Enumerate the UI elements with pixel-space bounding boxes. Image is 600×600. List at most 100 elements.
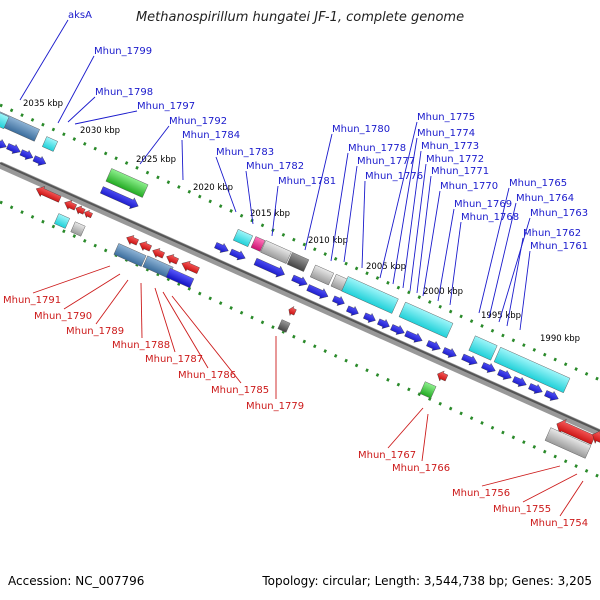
gene-label-forward: Mhun_1764 xyxy=(516,193,574,204)
leader-line xyxy=(402,150,422,289)
feature-mark xyxy=(6,143,21,154)
dotted-ring-inner xyxy=(0,200,600,479)
gene-label-forward: Mhun_1781 xyxy=(278,176,336,187)
genome-backbone xyxy=(0,161,600,437)
leader-line xyxy=(421,413,429,462)
leader-line xyxy=(387,407,424,449)
feature-mark xyxy=(250,236,266,252)
leader-line xyxy=(449,221,462,306)
feature-mark xyxy=(126,235,139,246)
gene-label-forward: Mhun_1769 xyxy=(454,199,512,210)
feature-mark xyxy=(32,155,47,166)
gene-label-reverse: Mhun_1790 xyxy=(34,311,92,322)
feature-mark xyxy=(419,381,437,399)
leader-line xyxy=(481,465,561,487)
feature-mark xyxy=(493,346,571,394)
leader-line xyxy=(245,170,254,225)
feature-mark xyxy=(363,312,376,323)
feature-mark xyxy=(377,318,390,329)
feature-mark xyxy=(75,205,86,215)
feature-mark xyxy=(165,267,195,289)
leader-line xyxy=(506,237,524,327)
ruler-label: 2005 kbp xyxy=(366,262,406,272)
leader-line xyxy=(409,163,427,292)
feature-mark xyxy=(229,248,246,261)
gene-label-forward: Mhun_1770 xyxy=(440,181,498,192)
feature-mark xyxy=(84,210,93,219)
feature-mark xyxy=(19,149,34,160)
genome-summary-text: Topology: circular; Length: 3,544,738 bp… xyxy=(262,574,592,588)
feature-mark xyxy=(468,335,498,361)
leader-line xyxy=(304,133,333,251)
feature-mark xyxy=(70,221,86,237)
ruler-label: 2020 kbp xyxy=(193,183,233,193)
feature-mark xyxy=(437,370,449,382)
gene-label-forward: Mhun_1774 xyxy=(417,128,475,139)
gene-label-reverse: Mhun_1788 xyxy=(112,340,170,351)
leader-line xyxy=(343,165,358,263)
leader-line xyxy=(215,156,237,213)
ruler-label: 2010 kbp xyxy=(308,236,348,246)
ruler-label: 2025 kbp xyxy=(136,155,176,165)
feature-mark xyxy=(0,110,10,130)
gene-label-forward: Mhun_1798 xyxy=(95,87,153,98)
gene-label-forward: Mhun_1772 xyxy=(426,154,484,165)
feature-mark xyxy=(544,427,592,459)
leader-line xyxy=(139,125,170,165)
feature-mark xyxy=(288,306,297,317)
leader-line xyxy=(154,287,176,353)
accession-text: Accession: NC_007796 xyxy=(8,574,145,588)
leader-line xyxy=(422,190,441,297)
gene-label-reverse: Mhun_1754 xyxy=(530,518,588,529)
feature-mark xyxy=(442,347,457,358)
gene-label-reverse: Mhun_1767 xyxy=(358,450,416,461)
gene-label-forward: Mhun_1775 xyxy=(417,112,475,123)
feature-mark xyxy=(481,362,496,373)
feature-mark xyxy=(214,242,229,253)
leader-line xyxy=(488,202,517,319)
feature-mark xyxy=(277,319,291,333)
gene-label-forward: Mhun_1797 xyxy=(137,101,195,112)
gene-label-reverse: Mhun_1756 xyxy=(452,488,510,499)
feature-mark xyxy=(528,383,543,394)
gene-label-reverse: Mhun_1779 xyxy=(246,401,304,412)
feature-mark xyxy=(390,324,405,335)
feature-mark xyxy=(232,228,254,248)
gene-label-forward: Mhun_1771 xyxy=(431,166,489,177)
feature-mark xyxy=(306,284,329,299)
gene-label-forward: Mhun_1768 xyxy=(461,212,519,223)
leader-line xyxy=(57,55,95,124)
feature-mark xyxy=(100,186,139,210)
feature-mark xyxy=(42,136,58,152)
feature-mark xyxy=(332,295,345,306)
ruler-label: 1990 kbp xyxy=(540,334,580,344)
feature-mark xyxy=(404,330,423,343)
leader-line xyxy=(379,121,418,279)
leader-line xyxy=(95,279,129,325)
gene-label-reverse: Mhun_1787 xyxy=(145,354,203,365)
dotted-ring-outer xyxy=(0,103,600,382)
gene-label-forward: Mhun_1782 xyxy=(246,161,304,172)
gene-label-forward: Mhun_1778 xyxy=(348,143,406,154)
feature-mark xyxy=(64,200,77,211)
feature-mark xyxy=(497,369,512,380)
leader-line xyxy=(140,282,143,339)
feature-mark xyxy=(54,213,70,229)
feature-mark xyxy=(0,110,40,142)
feature-mark xyxy=(152,248,165,259)
leader-line xyxy=(74,110,138,125)
gene-label-reverse: Mhun_1791 xyxy=(3,295,61,306)
leader-line xyxy=(559,480,584,517)
feature-mark xyxy=(512,376,527,387)
leader-line xyxy=(171,295,242,384)
gene-label-forward: Mhun_1763 xyxy=(530,208,588,219)
leader-line xyxy=(32,265,111,294)
feature-mark xyxy=(139,241,152,252)
ruler-label: 2035 kbp xyxy=(23,99,63,109)
feature-mark xyxy=(461,353,478,366)
gene-label-reverse: Mhun_1789 xyxy=(66,326,124,337)
feature-mark xyxy=(544,390,559,401)
feature-mark xyxy=(341,276,399,314)
gene-labels: aksAMhun_1799Mhun_1798Mhun_1797Mhun_1792… xyxy=(3,10,588,529)
